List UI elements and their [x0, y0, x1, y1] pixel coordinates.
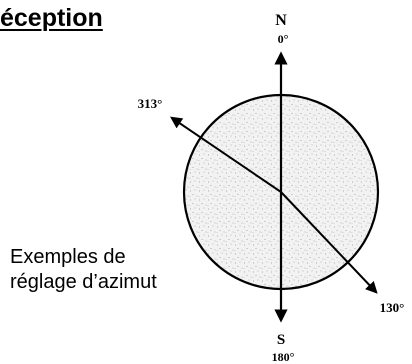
azimuth-arrow-130 — [280, 191, 378, 294]
caption-line-2: réglage d’azimut — [10, 271, 157, 293]
north-label: N — [275, 12, 287, 29]
south-degrees-label: 180° — [272, 350, 295, 364]
azimuth-313-label: 313° — [138, 96, 163, 111]
section-heading: éception — [0, 4, 103, 32]
azimuth-caption: Exemples de réglage d’azimut — [10, 245, 157, 295]
north-degrees-label: 0° — [278, 32, 289, 46]
south-label: S — [277, 332, 285, 348]
azimuth-arrow-313 — [170, 116, 282, 193]
azimuth-130-label: 130° — [380, 300, 405, 315]
caption-line-1: Exemples de — [10, 246, 126, 268]
